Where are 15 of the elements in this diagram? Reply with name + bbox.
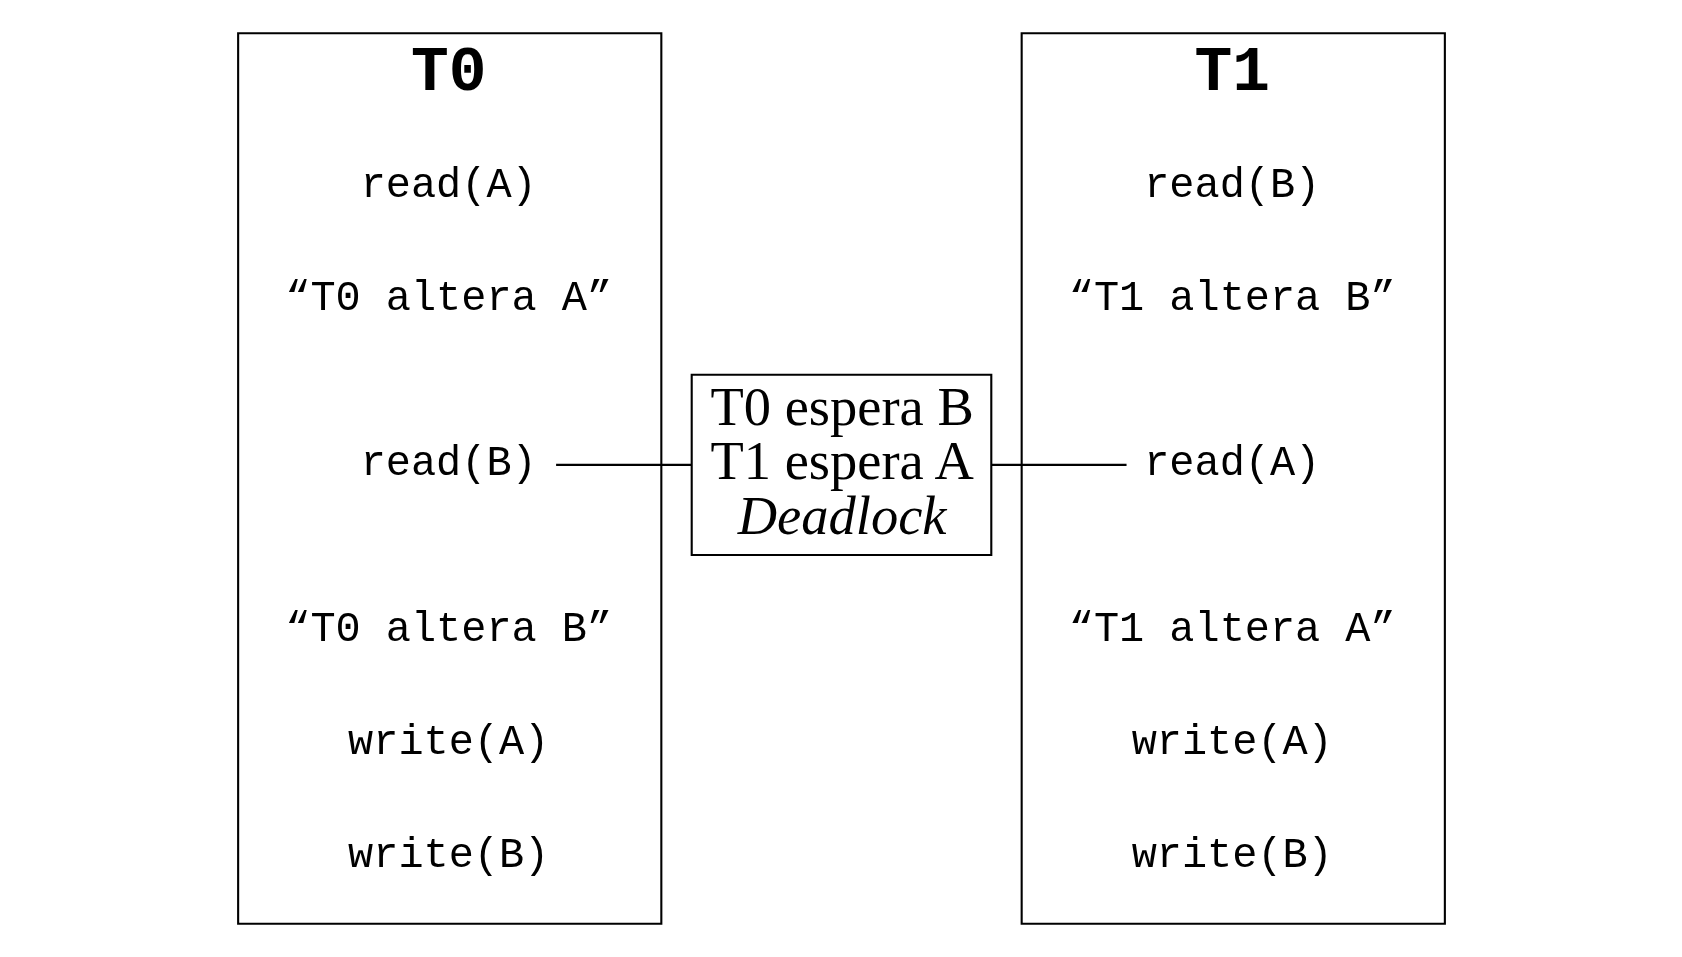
node-text: “T0 altera A” [284,274,612,323]
connector [991,463,1127,466]
node-text: “T1 altera B” [1068,274,1396,323]
node-text: write(B) [347,832,549,881]
node-text: read(A) [360,161,537,210]
node-text: read(A) [1143,440,1320,489]
node-text: “T0 altera B” [284,605,612,654]
node-text: read(B) [360,440,537,489]
node-box: T0 espera B T1 espera A Deadlock [690,373,992,556]
node-text: write(A) [347,718,549,767]
connector [555,463,692,466]
node-text: read(B) [1143,161,1320,210]
node-text: write(A) [1131,718,1333,767]
node-text: “T1 altera A” [1068,605,1396,654]
node-text: write(B) [1131,832,1333,881]
